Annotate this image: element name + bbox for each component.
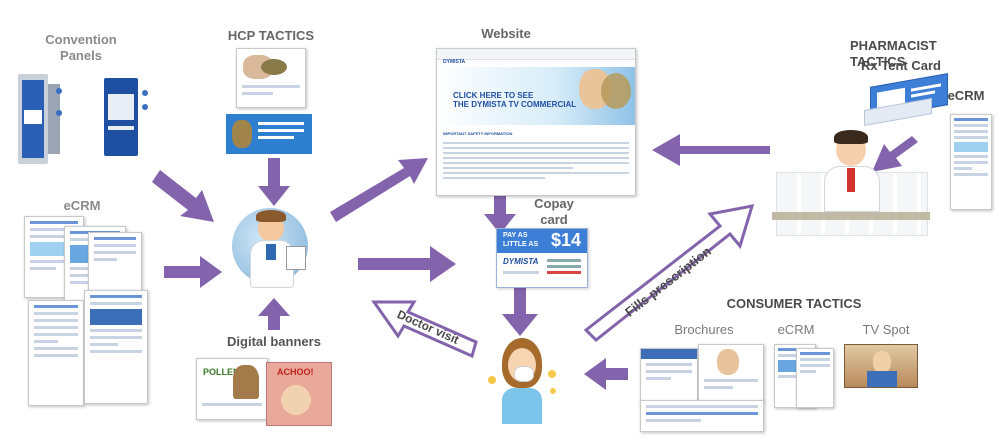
pharmacy-counter-top bbox=[772, 212, 930, 220]
ecrm-pharmacist-email bbox=[950, 114, 992, 210]
rx-tent-card-label: Rx Tent Card bbox=[861, 58, 941, 73]
ecrm-email-3 bbox=[88, 232, 142, 300]
brochure-2 bbox=[698, 344, 764, 402]
digital-banner-achoo: ACHOO! bbox=[266, 362, 332, 426]
callout-dot bbox=[142, 104, 148, 110]
tv-spot-label: TV Spot bbox=[862, 322, 910, 337]
arrow-ecrm-to-pharmacist bbox=[872, 136, 918, 172]
arrow-patient-to-doctor-outline bbox=[371, 300, 478, 359]
arrow-panels-to-doctor bbox=[152, 170, 214, 222]
arrow-ecrm-to-doctor bbox=[164, 256, 222, 288]
pharmacist-tactics-label: PHARMACIST TACTICS bbox=[850, 38, 937, 70]
consumer-tactics-label: CONSUMER TACTICS bbox=[726, 296, 862, 311]
digital-banner-pollen: POLLEN bbox=[196, 358, 268, 420]
brochure-3 bbox=[640, 400, 764, 432]
arrow-consumer-to-patient bbox=[584, 358, 628, 390]
brochures-label: Brochures bbox=[674, 322, 734, 337]
arrow-doctor-to-website bbox=[330, 158, 428, 222]
callout-dot bbox=[56, 110, 62, 116]
hcp-print-ad bbox=[236, 48, 306, 108]
convention-panels-label: Convention Panels bbox=[45, 32, 117, 64]
ecrm-consumer-email-2 bbox=[796, 348, 834, 408]
callout-dot bbox=[142, 90, 148, 96]
arrow-website-to-copay bbox=[484, 196, 516, 234]
pharmacist-illustration bbox=[812, 130, 888, 212]
doctor-illustration bbox=[232, 208, 308, 288]
arrow-banners-to-doctor bbox=[258, 298, 290, 330]
ecrm-consumer-label: eCRM bbox=[777, 322, 815, 337]
website-screenshot: DYMISTA CLICK HERE TO SEE THE DYMISTA TV… bbox=[436, 48, 636, 196]
arrow-doctor-to-copay bbox=[358, 246, 456, 282]
tv-spot-thumbnail bbox=[844, 344, 918, 388]
convention-panel-1-side bbox=[48, 84, 60, 154]
convention-panel-2 bbox=[104, 78, 138, 156]
digital-banners-label: Digital banners bbox=[227, 334, 321, 349]
arrow-patient-to-pharmacist-outline bbox=[583, 204, 755, 343]
hcp-tactics-label: HCP TACTICS bbox=[227, 28, 315, 43]
patient-illustration bbox=[484, 336, 560, 426]
copay-card: PAY AS LITTLE AS $14 DYMISTA bbox=[496, 228, 588, 288]
arrow-hcp-to-doctor bbox=[258, 158, 290, 206]
arrow-copay-to-patient bbox=[502, 288, 538, 336]
callout-dot bbox=[56, 88, 62, 94]
copay-card-label: Copay card bbox=[534, 196, 574, 228]
ecrm-left-label: eCRM bbox=[63, 198, 101, 213]
ecrm-email-4 bbox=[28, 300, 84, 406]
brochure-1 bbox=[640, 348, 698, 406]
ecrm-email-5 bbox=[84, 290, 148, 404]
arrow-pharmacist-to-website bbox=[652, 134, 770, 166]
website-label: Website bbox=[481, 26, 531, 41]
convention-panel-1 bbox=[18, 74, 48, 164]
ecrm-pharmacist-label: eCRM bbox=[947, 88, 985, 103]
hcp-banner-ad bbox=[226, 114, 312, 154]
